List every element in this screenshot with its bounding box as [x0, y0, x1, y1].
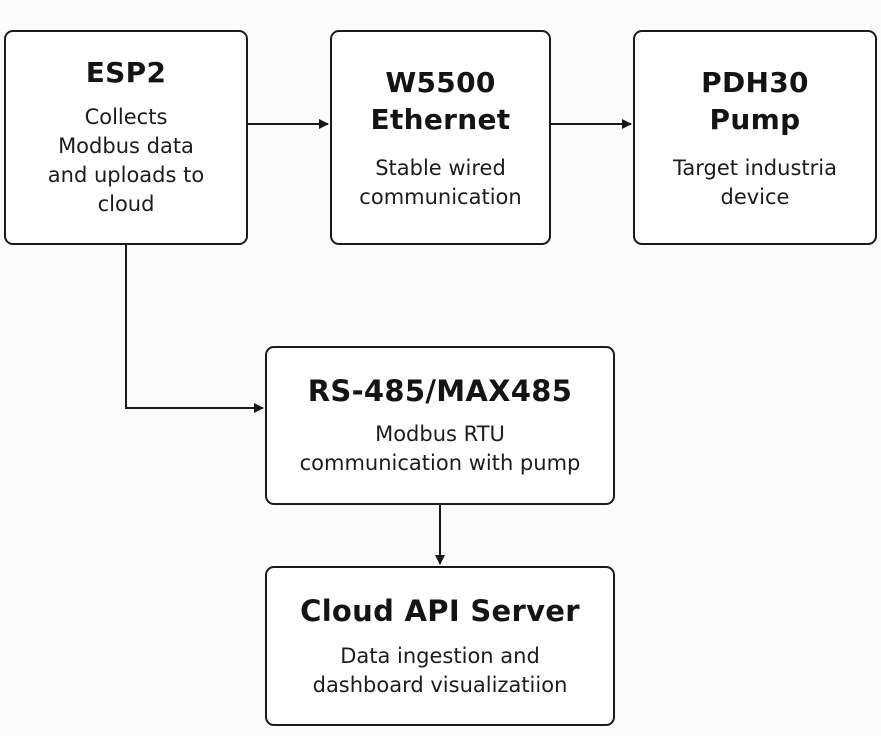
node-w5500-title: W5500 Ethernet [370, 65, 511, 136]
node-rs485-max485: RS-485/MAX485 Modbus RTU communication w… [265, 346, 615, 505]
node-cloud-api-server: Cloud API Server Data ingestion and dash… [265, 566, 615, 726]
node-pdh30-description: Target industria device [673, 155, 837, 209]
node-w5500-ethernet: W5500 Ethernet Stable wired communicatio… [330, 30, 551, 245]
node-esp2-description: Collects Modbus data and uploads to clou… [47, 105, 205, 216]
node-pdh30-pump: PDH30 Pump Target industria device [633, 30, 877, 245]
node-esp2-title: ESP2 [85, 56, 167, 89]
node-pdh30-title: PDH30 Pump [701, 65, 809, 136]
edge-esp2-to-rs485 [125, 245, 264, 413]
node-rs485-description: Modbus RTU communication with pump [299, 422, 581, 475]
node-cloud-title: Cloud API Server [300, 593, 580, 628]
node-rs485-title: RS-485/MAX485 [307, 374, 573, 408]
node-esp2: ESP2 Collects Modbus data and uploads to… [4, 30, 248, 245]
node-w5500-description: Stable wired communication [359, 155, 522, 209]
node-cloud-description: Data ingestion and dashboard visualizati… [312, 643, 568, 697]
